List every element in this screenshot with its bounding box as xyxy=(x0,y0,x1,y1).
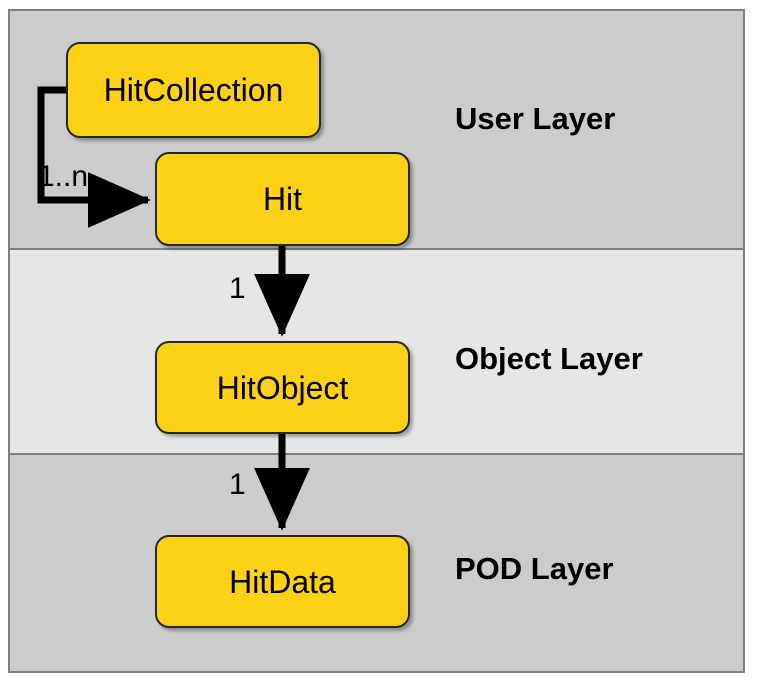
node-label-hitdata: HitData xyxy=(229,563,336,600)
layer-divider-user-object xyxy=(10,248,743,250)
layer-label-object: Object Layer xyxy=(455,341,643,376)
edge-label-hitobject-to-hitdata: 1 xyxy=(229,468,246,501)
node-hitcollection[interactable]: HitCollection xyxy=(66,42,321,138)
layer-label-pod: POD Layer xyxy=(455,551,614,586)
edge-label-hitcollection-to-hit: 1..n xyxy=(38,160,89,193)
layer-divider-object-pod xyxy=(10,453,743,455)
node-hitdata[interactable]: HitData xyxy=(155,535,410,628)
layer-label-user: User Layer xyxy=(455,101,616,136)
node-label-hit: Hit xyxy=(262,181,303,217)
node-label-hitcollection: HitCollection xyxy=(103,72,284,108)
node-label-hitobject: HitObject xyxy=(216,369,349,406)
node-hit[interactable]: Hit xyxy=(155,152,410,246)
edge-label-hit-to-hitobject: 1 xyxy=(229,272,246,305)
node-hitobject[interactable]: HitObject xyxy=(155,341,410,434)
